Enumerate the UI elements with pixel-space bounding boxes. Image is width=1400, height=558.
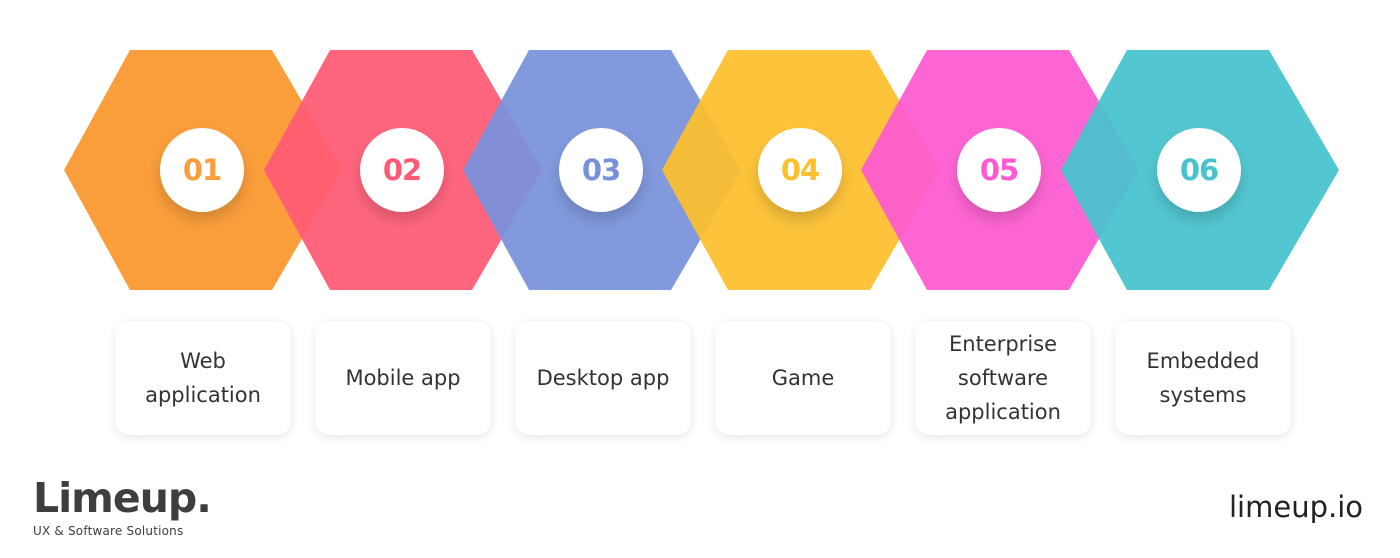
step-label: Desktop app — [536, 366, 670, 390]
website-url: limeup.io — [1228, 490, 1363, 524]
logo-wordmark: Limeup. — [33, 474, 212, 522]
step-label: Embedded systems — [1146, 349, 1260, 407]
step-number-badge-5: 05 — [957, 128, 1041, 212]
logo-tagline: UX & Software Solutions — [33, 524, 184, 538]
step-card-web-application: Web application — [115, 321, 291, 435]
step-number-2: 02 — [382, 153, 422, 187]
step-number-6: 06 — [1179, 153, 1219, 187]
step-card-game: Game — [715, 321, 891, 435]
step-number-badge-2: 02 — [360, 128, 444, 212]
step-number-1: 01 — [182, 153, 222, 187]
limeup-logo: Limeup. UX & Software Solutions — [33, 474, 212, 538]
step-number-5: 05 — [979, 153, 1019, 187]
step-label: Web application — [145, 349, 261, 407]
step-card-embedded-systems: Embedded systems — [1115, 321, 1291, 435]
step-card-desktop-app: Desktop app — [515, 321, 691, 435]
step-label: Game — [771, 366, 835, 390]
step-card-enterprise-software: Enterprise software application — [915, 321, 1091, 435]
step-number-4: 04 — [780, 153, 820, 187]
step-label: Mobile app — [345, 366, 461, 390]
step-number-badge-4: 04 — [758, 128, 842, 212]
step-number-badge-6: 06 — [1157, 128, 1241, 212]
step-number-badge-1: 01 — [160, 128, 244, 212]
step-label: Enterprise software application — [945, 332, 1061, 424]
step-number-3: 03 — [581, 153, 621, 187]
step-number-badge-3: 03 — [559, 128, 643, 212]
step-card-mobile-app: Mobile app — [315, 321, 491, 435]
